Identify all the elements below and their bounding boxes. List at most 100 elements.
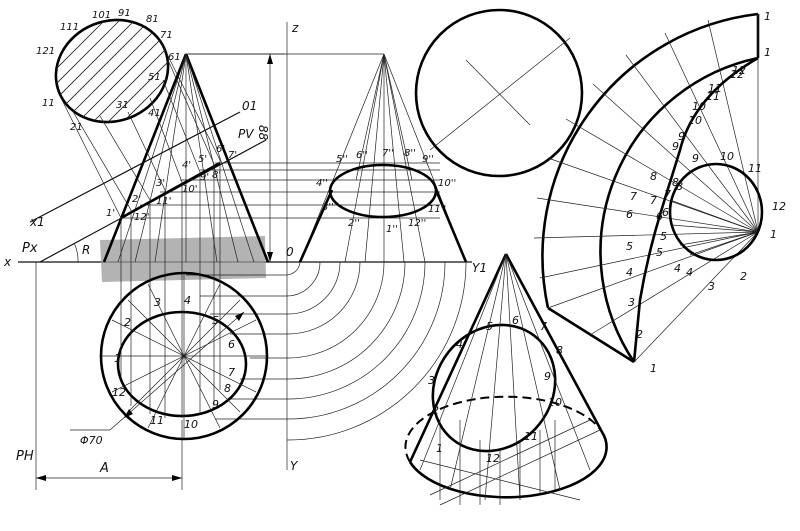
front-label: 4' [182, 160, 191, 171]
dev-outer-label: 2 [636, 328, 643, 341]
section-label: 81 [146, 14, 159, 25]
dev-inner-label: 11 [708, 82, 722, 95]
iso-label: 2 [432, 404, 439, 417]
dev-curve-label: 1 [770, 228, 777, 241]
dev-outer-label: 3 [628, 296, 635, 309]
shaded-band [100, 236, 266, 282]
iso-label: 8 [556, 344, 563, 357]
section-label: 51 [148, 72, 161, 83]
top-label: 12 [112, 386, 126, 399]
front-label: 1' [106, 208, 115, 219]
side-label: 2'' [348, 218, 360, 229]
section-label: 31 [116, 100, 129, 111]
dev-curve-label: 2 [740, 270, 747, 283]
front-label: 12' [134, 212, 149, 223]
iso-label: 12 [486, 452, 500, 465]
dev-curve-label: 3 [708, 280, 715, 293]
front-label: 3' [156, 178, 165, 189]
dev-curve-label: 9 [692, 152, 699, 165]
label-z: z [291, 21, 299, 35]
iso-label: 3 [428, 374, 435, 387]
dev-inner-label: 1 [764, 10, 771, 23]
development-outer-labels: 1 2 3 4 5 6 7 8 9 10 11 12 1 [626, 46, 771, 375]
label-px: Px [22, 241, 38, 256]
label-r: R [82, 243, 90, 257]
front-label: 5' [198, 154, 207, 165]
label-x: x [3, 255, 12, 269]
dev-outer-label: 7 [630, 190, 637, 203]
section-label: 11 [42, 98, 55, 109]
section-label: 21 [70, 122, 83, 133]
front-label: 8' [212, 170, 221, 181]
cone-development [533, 12, 764, 364]
development-curve-labels: 1 2 3 4 5 6 7 8 9 10 11 12 [650, 150, 786, 293]
top-label: 8 [224, 382, 231, 395]
side-label: 6'' [356, 150, 368, 161]
dev-outer-label: 9 [672, 140, 679, 153]
side-label: 8'' [404, 148, 416, 159]
iso-label: 1 [436, 442, 443, 455]
dev-curve-label: 12 [772, 200, 786, 213]
section-label: 41 [148, 108, 161, 119]
front-label: 10' [182, 184, 197, 195]
side-label: 10'' [438, 178, 456, 189]
dev-inner-label: 10 [692, 100, 706, 113]
label-a: A [99, 461, 109, 476]
section-label: 101 [92, 10, 111, 21]
top-point-labels: 1 2 3 4 5 6 7 8 9 10 11 12 [112, 294, 235, 431]
side-label: 5'' [336, 154, 348, 165]
iso-label: 4 [456, 338, 463, 351]
front-label: 2' [132, 194, 141, 205]
isometric-cone [404, 253, 608, 506]
side-view-cone [298, 53, 468, 263]
top-label: 4 [184, 294, 191, 307]
dev-outer-label: 1 [764, 46, 771, 59]
label-y1: Y1 [472, 261, 487, 275]
dev-inner-label: 6 [662, 206, 669, 219]
dev-curve-label: 10 [720, 150, 734, 163]
top-label: 10 [184, 418, 198, 431]
label-ph: PH [16, 449, 34, 464]
section-point-labels: 101 91 81 111 71 121 61 51 11 31 41 21 [36, 8, 181, 133]
side-point-labels: 5'' 6'' 7'' 8'' 9'' 4'' 10'' 3'' 2'' 1''… [316, 148, 456, 235]
side-label: 9'' [422, 154, 434, 165]
dev-inner-label: 5 [660, 230, 667, 243]
label-x1: x1 [29, 215, 45, 229]
front-label: 9' [200, 172, 209, 183]
dev-curve-label: 6 [656, 210, 663, 223]
side-label: 1'' [386, 224, 398, 235]
iso-label: 6 [512, 314, 519, 327]
iso-label: 7 [540, 320, 547, 333]
front-label: 11' [156, 196, 171, 207]
dev-inner-label: 9 [678, 130, 685, 143]
top-view [70, 160, 269, 441]
top-label: 2 [124, 316, 131, 329]
label-y: Y [290, 459, 299, 473]
side-label: 11'' [428, 204, 446, 215]
iso-label: 5 [486, 320, 493, 333]
side-label: 12'' [408, 218, 426, 229]
dev-outer-label: 11 [706, 90, 720, 103]
dev-outer-label: 1 [650, 362, 657, 375]
dev-outer-label: 12 [730, 68, 744, 81]
dev-curve-label: 11 [748, 162, 762, 175]
section-label: 71 [160, 30, 173, 41]
dev-curve-label: 7 [650, 194, 657, 207]
top-label: 3 [154, 296, 161, 309]
section-label: 61 [168, 52, 181, 63]
dimension-a [36, 420, 183, 490]
top-label: 1 [114, 352, 121, 365]
section-label: 91 [118, 8, 131, 19]
dev-inner-label: 12 [732, 64, 746, 77]
dev-outer-label: 4 [626, 266, 633, 279]
section-label: 121 [36, 46, 55, 57]
dev-outer-label: 10 [688, 114, 702, 127]
label-o1: 01 [242, 99, 257, 113]
label-zero: 0 [286, 245, 294, 259]
top-label: 9 [212, 398, 219, 411]
front-label: 6' [216, 144, 225, 155]
iso-label: 11 [524, 430, 538, 443]
transfer-arcs [186, 261, 467, 441]
dev-outer-label: 5 [626, 240, 633, 253]
side-label: 3'' [322, 202, 334, 213]
